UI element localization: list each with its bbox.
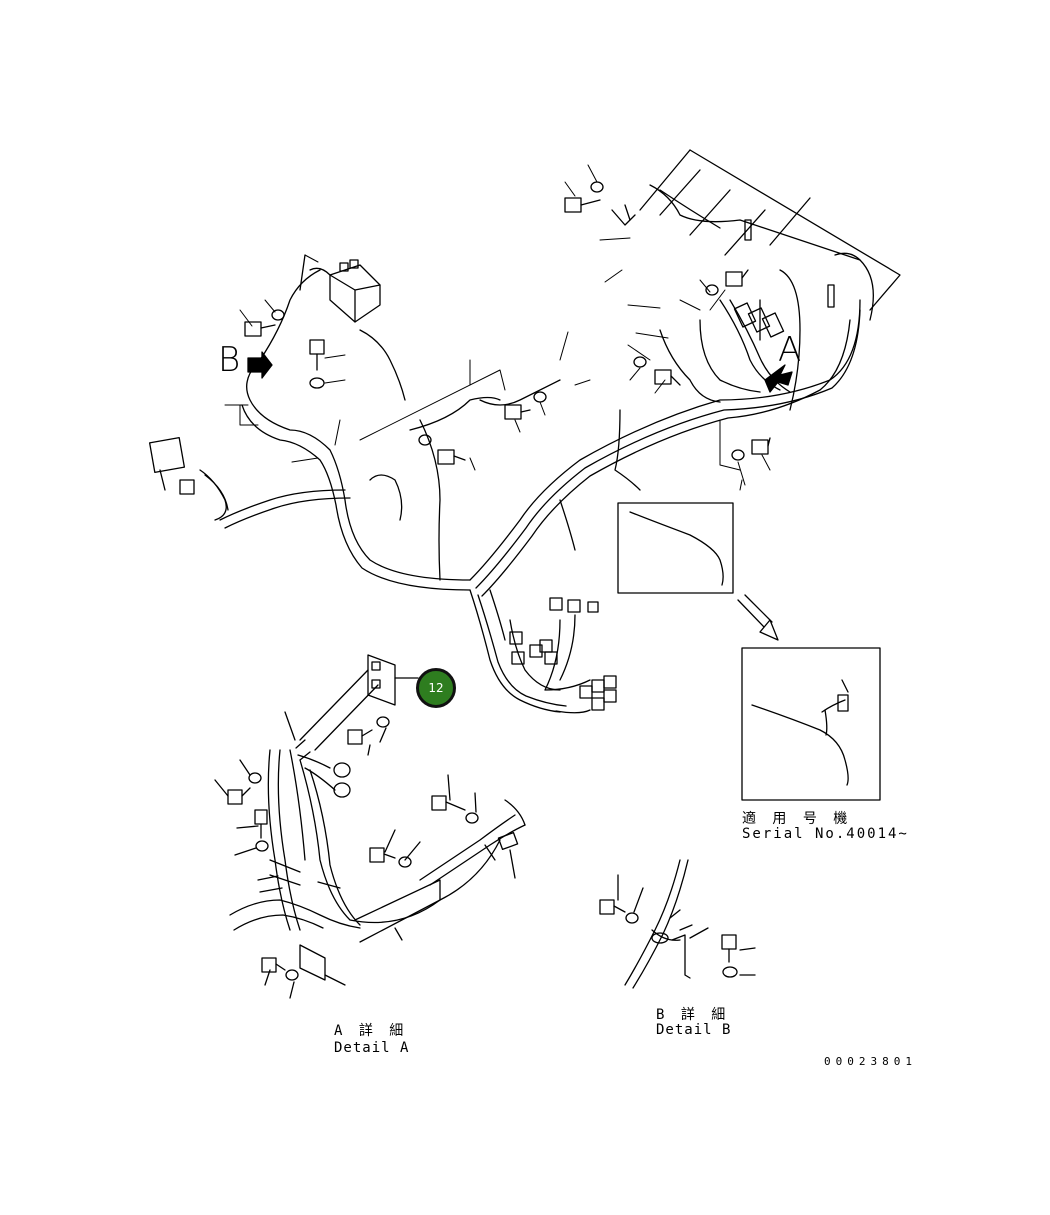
- detail-b: [599, 859, 756, 989]
- lower-branches: [469, 589, 617, 714]
- view-b-marker: B: [218, 340, 241, 380]
- leader-lines-main: [224, 164, 771, 491]
- left-harness: [219, 269, 561, 591]
- drawing-number: 00023801: [824, 1055, 917, 1068]
- main-harness: [469, 299, 861, 597]
- serial-label-jp: 適 用 号 機: [742, 811, 852, 827]
- bolts-main: [244, 181, 771, 465]
- detail-a-label-en: Detail A: [334, 1040, 410, 1056]
- view-a-arrow: [764, 364, 793, 393]
- top-right-panel: [639, 149, 901, 411]
- connector-cluster-a: [733, 299, 785, 341]
- detail-b-label-jp: B 詳 細: [656, 1007, 730, 1023]
- view-b-arrow: [247, 351, 273, 379]
- view-a-marker: A: [778, 330, 802, 370]
- detail-a: [214, 654, 526, 999]
- serial-inset: [617, 502, 881, 801]
- control-box: [299, 254, 381, 323]
- serial-label-en: Serial No.40014~: [742, 826, 909, 842]
- detail-a-label-jp: A 詳 細: [334, 1023, 408, 1039]
- detail-b-label-en: Detail B: [656, 1022, 732, 1038]
- serial-arrow: [737, 594, 779, 641]
- work-lamp: [148, 436, 229, 521]
- part-callout-12[interactable]: 12: [416, 668, 456, 708]
